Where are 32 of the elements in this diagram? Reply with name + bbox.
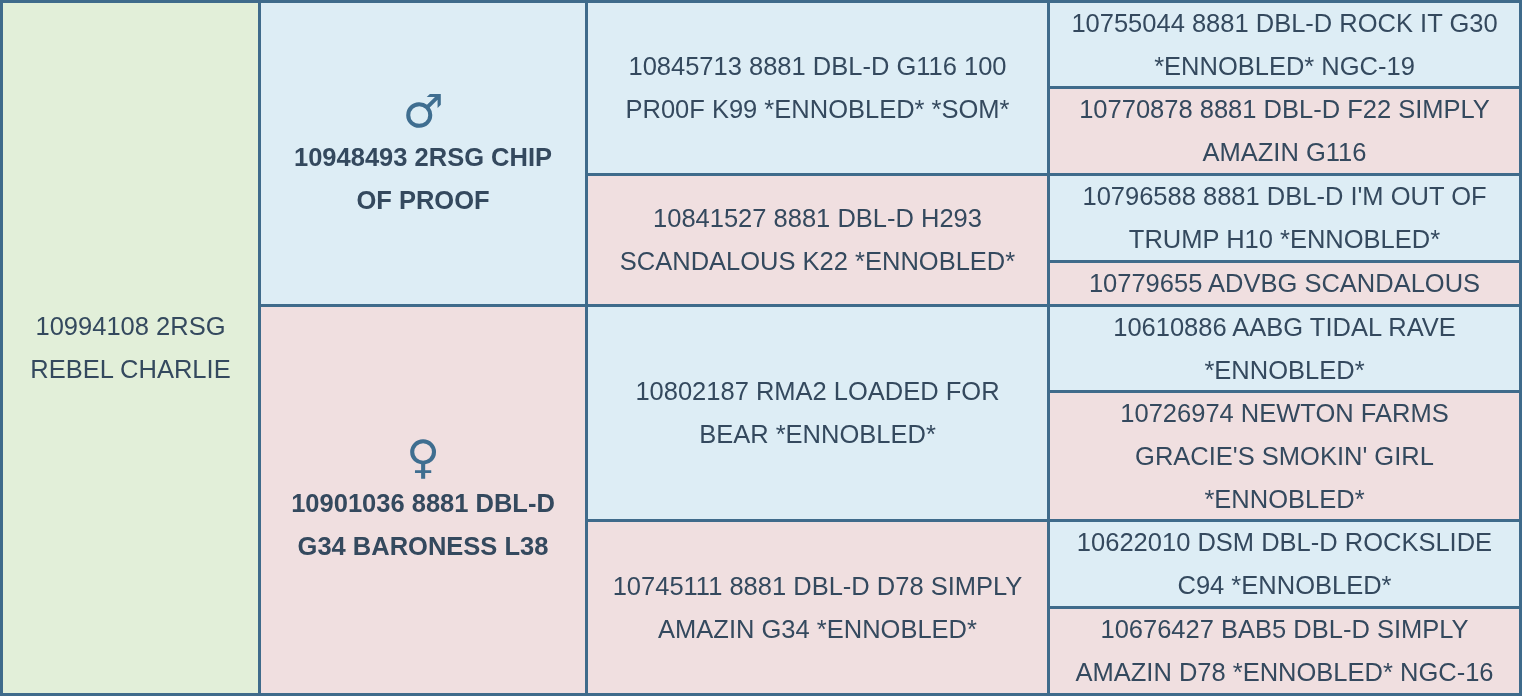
animal-name: 10676427 BAB5 DBL-D SIMPLY AMAZIN D78 *ENNOBLED* NGC-16	[1074, 614, 1495, 688]
pedigree-cell	[1050, 89, 1519, 173]
pedigree-cell	[588, 307, 1047, 519]
animal-name: 10796588 8881 DBL-D I'M OUT OF TRUMP H10 *ENNOBLED*	[1081, 181, 1488, 255]
pedigree-cell	[261, 307, 585, 693]
animal-name: 10755044 8881 DBL-D ROCK IT G30 *ENNOBLED* NGC-19	[1070, 7, 1499, 82]
animal-name: 10802187 RMA2 LOADED FOR BEAR *ENNOBLED*	[634, 376, 1001, 450]
female-symbol: ♀	[406, 432, 440, 482]
pedigree-cell	[1050, 3, 1519, 86]
pedigree-cell	[588, 3, 1047, 173]
animal-name: 10845713 8881 DBL-D G116 100 PR00F K99 *ENNOBLED* *SOM*	[624, 51, 1011, 125]
animal-name: 10745111 8881 DBL-D D78 SIMPLY AMAZIN G34 *ENNOBLED*	[611, 570, 1024, 645]
male-symbol: ♂	[402, 85, 444, 136]
pedigree-cell	[1050, 522, 1519, 606]
animal-name: 10622010 DSM DBL-D ROCKSLIDE C94 *ENNOBLED*	[1075, 527, 1494, 601]
pedigree-cell	[261, 3, 585, 304]
pedigree-cell	[1050, 307, 1519, 390]
pedigree-cell	[1050, 263, 1519, 304]
pedigree-cell	[588, 176, 1047, 304]
pedigree-cell	[588, 522, 1047, 693]
animal-name: 10948493 2RSG CHIP OF PROOF	[293, 141, 553, 216]
animal-name: 10726974 NEWTON FARMS GRACIE'S SMOKIN' GIRL *ENNOBLED*	[1119, 397, 1450, 515]
animal-name: 10841527 8881 DBL-D H293 SCANDALOUS K22 *ENNOBLED*	[618, 203, 1017, 277]
pedigree-cell	[1050, 393, 1519, 519]
pedigree-cell	[1050, 176, 1519, 260]
pedigree-cell	[1050, 609, 1519, 693]
animal-name: 10610886 AABG TIDAL RAVE *ENNOBLED*	[1112, 311, 1457, 386]
animal-name: 10994108 2RSG REBEL CHARLIE	[29, 311, 232, 385]
pedigree-cell	[3, 3, 258, 693]
animal-name: 10779655 ADVBG SCANDALOUS	[1088, 268, 1481, 299]
animal-name: 10901036 8881 DBL-D G34 BARONESS L38	[290, 488, 556, 562]
animal-name: 10770878 8881 DBL-D F22 SIMPLY AMAZIN G116	[1078, 94, 1491, 168]
